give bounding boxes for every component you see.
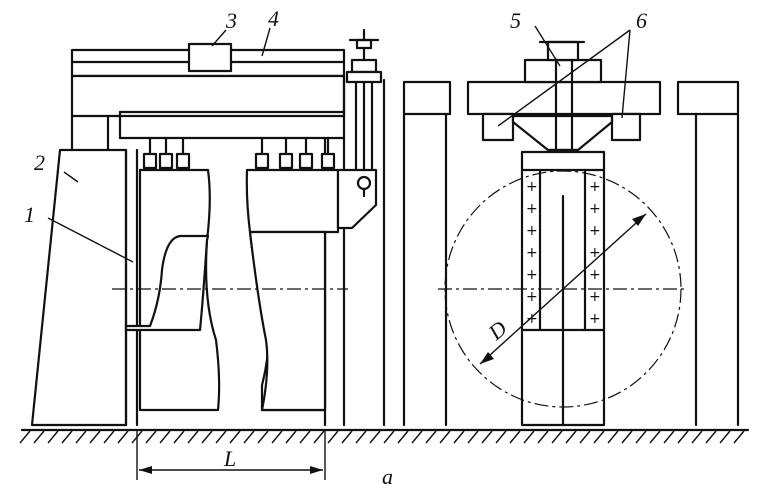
label-2: 2	[34, 150, 45, 175]
right-view-posts	[402, 112, 740, 427]
label-6: 6	[636, 8, 647, 33]
right-rods	[254, 136, 336, 170]
label-5: 5	[510, 8, 521, 33]
ground-hatch-mark	[327, 430, 339, 444]
clamp-pad-right	[610, 112, 642, 142]
dimension-d	[479, 213, 647, 365]
ground-hatch-mark	[425, 430, 437, 444]
ground-hatch-mark	[117, 430, 129, 444]
right-stub	[676, 80, 740, 116]
upper-frame	[70, 74, 346, 152]
ground-hatch-mark	[551, 430, 563, 444]
plus-mark: +	[526, 223, 538, 239]
plus-mark: +	[589, 223, 601, 239]
ground-hatch-mark	[677, 430, 689, 444]
right-block-lower	[248, 230, 327, 412]
ground-hatch-mark	[453, 430, 465, 444]
ground-hatch-mark	[439, 430, 451, 444]
ground-hatch-mark	[257, 430, 269, 444]
right-view: + + + + + + + + + + + + + +	[402, 40, 740, 427]
ground-hatch-mark	[635, 430, 647, 444]
ground-hatch-mark	[159, 430, 171, 444]
ground-hatch-mark	[733, 430, 745, 444]
ground-hatch-mark	[565, 430, 577, 444]
plus-mark: +	[526, 245, 538, 261]
left-view-post	[323, 74, 386, 427]
ground-hatch-mark	[691, 430, 703, 444]
ground-hatch-mark	[173, 430, 185, 444]
plus-mark: +	[589, 311, 601, 327]
ground-hatch-mark	[397, 430, 409, 444]
ground-hatch-mark	[145, 430, 157, 444]
ground-hatch-mark	[369, 430, 381, 444]
ground-hatch-mark	[47, 430, 59, 444]
plus-mark: +	[589, 289, 601, 305]
ground-hatch-mark	[663, 430, 675, 444]
ground-hatch-mark	[607, 430, 619, 444]
ground-hatch-mark	[719, 430, 731, 444]
caption-a: a	[382, 464, 393, 489]
ground-hatch-mark	[75, 430, 87, 444]
top-slab	[466, 80, 662, 116]
label-3: 3	[225, 8, 237, 33]
ground-hatch-mark	[285, 430, 297, 444]
ground-hatch-mark	[215, 430, 227, 444]
ground-hatch-mark	[467, 430, 479, 444]
ground-hatch-mark	[649, 430, 661, 444]
plus-marks: + + + + + + + + + + + + + +	[526, 179, 601, 327]
dimension-l	[136, 430, 326, 480]
plus-mark: +	[589, 245, 601, 261]
plus-mark: +	[526, 179, 538, 195]
left-rods	[142, 136, 191, 170]
plus-mark: +	[526, 289, 538, 305]
ground-hatch-mark	[313, 430, 325, 444]
left-screw	[345, 28, 383, 172]
ground-hatch-mark	[229, 430, 241, 444]
ground-hatch-mark	[103, 430, 115, 444]
ground-hatch-mark	[579, 430, 591, 444]
left-stub	[402, 80, 452, 116]
ground-hatch-mark	[621, 430, 633, 444]
plus-mark: +	[526, 267, 538, 283]
ground-hatch-mark	[341, 430, 353, 444]
ground-hatch-mark	[537, 430, 549, 444]
label-4: 4	[268, 6, 279, 31]
ground	[19, 428, 750, 444]
ground-hatch-mark	[593, 430, 605, 444]
ground-hatch-mark	[509, 430, 521, 444]
plus-mark: +	[526, 311, 538, 327]
ground-hatch-mark	[481, 430, 493, 444]
center-wedge	[511, 114, 614, 152]
ground-hatch-mark	[355, 430, 367, 444]
label-1: 1	[24, 202, 35, 227]
ground-hatch-mark	[187, 430, 199, 444]
ground-hatch-mark	[383, 430, 395, 444]
ground-hatch-mark	[705, 430, 717, 444]
ground-hatch-mark	[61, 430, 73, 444]
ground-hatch-mark	[89, 430, 101, 444]
ground-hatch-mark	[299, 430, 311, 444]
plus-mark: +	[589, 267, 601, 283]
ground-hatch-mark	[19, 430, 31, 444]
ground-hatch-mark	[495, 430, 507, 444]
leader-lines	[47, 25, 631, 263]
left-view	[30, 28, 386, 480]
ground-hatch-mark	[411, 430, 423, 444]
plus-mark: +	[589, 201, 601, 217]
ground-hatch-mark	[271, 430, 283, 444]
plus-mark: +	[589, 179, 601, 195]
ground-hatch-mark	[523, 430, 535, 444]
wedge	[124, 234, 210, 332]
column	[30, 148, 128, 427]
ground-hatch-mark	[201, 430, 213, 444]
top-block	[187, 42, 233, 73]
side-bracket	[336, 168, 378, 230]
ground-hatch-mark	[33, 430, 45, 444]
ground-hatch-mark	[243, 430, 255, 444]
plus-mark: +	[526, 201, 538, 217]
label-dimension-d: D	[483, 315, 512, 345]
label-dimension-l: L	[223, 446, 236, 471]
